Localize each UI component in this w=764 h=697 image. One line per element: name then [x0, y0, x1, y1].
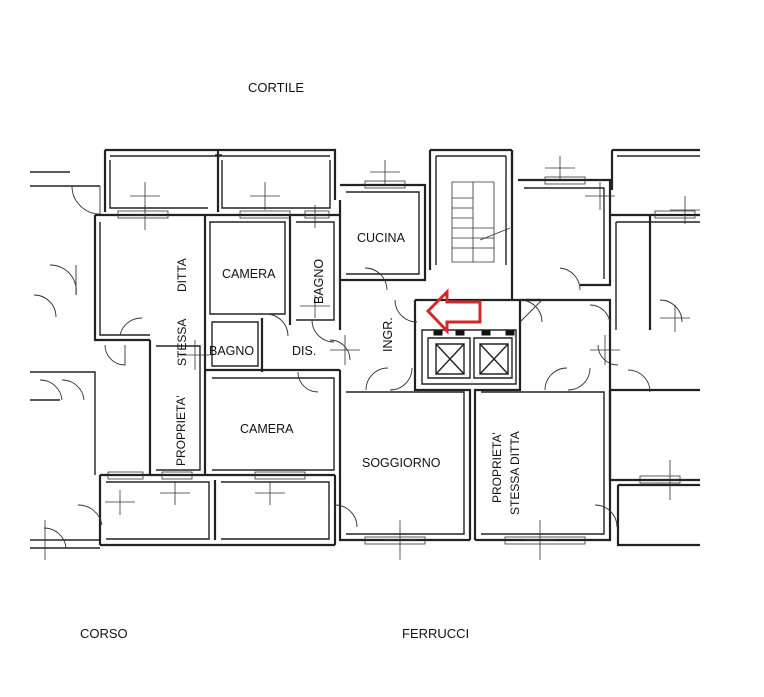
neighbor-left-proprieta-label: PROPRIETA': [174, 395, 188, 466]
neighbor-left-stessa-label: STESSA: [175, 319, 189, 366]
room-cucina-label: CUCINA: [357, 231, 406, 245]
elevators: [427, 330, 515, 379]
room-dis-label: DIS.: [292, 344, 316, 358]
bottom-street-left-label: CORSO: [80, 626, 128, 641]
building-walls: [30, 148, 700, 549]
bottom-street-right-label: FERRUCCI: [402, 626, 469, 641]
windows: [107, 176, 696, 545]
doors: [33, 185, 683, 549]
street-labels: CORTILE CORSO FERRUCCI: [80, 80, 469, 641]
room-camera-top-label: CAMERA: [222, 267, 276, 281]
room-ingr-label: INGR.: [381, 317, 395, 352]
neighbor-right-proprieta-label: PROPRIETA': [490, 432, 504, 503]
room-soggiorno-label: SOGGIORNO: [362, 456, 441, 470]
neighbor-right-stessa-ditta-label: STESSA DITTA: [508, 431, 522, 515]
room-bagno-right-label: BAGNO: [312, 259, 326, 304]
neighbor-labels: DITTA STESSA PROPRIETA' PROPRIETA' STESS…: [174, 258, 522, 515]
room-bagno-left-label: BAGNO: [209, 344, 254, 358]
room-labels: CUCINA CAMERA BAGNO BAGNO DIS. INGR. CAM…: [209, 231, 441, 470]
entrance-arrow-icon: [425, 288, 482, 335]
stairwell: [451, 181, 511, 263]
top-street-label: CORTILE: [248, 80, 304, 95]
room-camera-bottom-label: CAMERA: [240, 422, 294, 436]
neighbor-left-ditta-label: DITTA: [175, 258, 189, 292]
crosshair-marks: [30, 156, 700, 560]
